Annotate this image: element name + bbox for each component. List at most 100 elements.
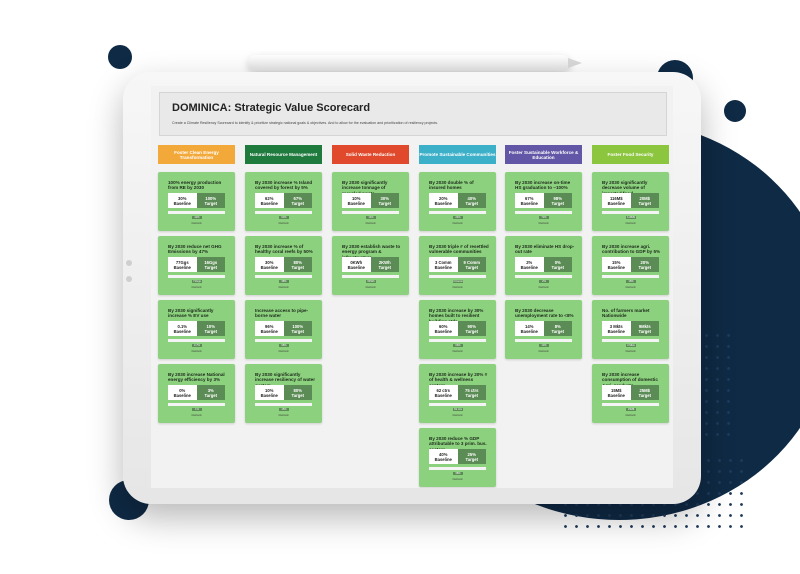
current-value: 71Ggs — [192, 280, 202, 283]
target-value: 16Ggs — [204, 259, 218, 265]
baseline-value: 60% — [439, 323, 448, 329]
kpi-card[interactable]: By 2030 establish waste to energy progra… — [332, 236, 409, 295]
current-value: 13% — [539, 344, 549, 347]
kpi-card[interactable]: By 2030 increase by 30% homes built to r… — [419, 300, 496, 359]
progress-bar — [255, 275, 312, 278]
target-label: Target — [551, 200, 565, 206]
progress-bar — [429, 275, 486, 278]
baseline-value: 96% — [265, 323, 274, 329]
kpi-card[interactable]: By 2030 increase on-time HS graduation t… — [505, 172, 582, 231]
baseline-label: Baseline — [434, 392, 452, 398]
target-label: Target — [204, 328, 218, 334]
kpi-card[interactable]: By 2030 triple # of resettled vulnerable… — [419, 236, 496, 295]
baseline-value: 15% — [612, 259, 621, 265]
tablet-side-button[interactable] — [126, 276, 132, 282]
current-label: Current — [452, 285, 463, 289]
baseline-label: Baseline — [173, 392, 191, 398]
kpi-card[interactable]: By 2030 increase consumption of domestic… — [592, 364, 669, 423]
baseline-label: Baseline — [607, 200, 625, 206]
baseline-label: Baseline — [607, 392, 625, 398]
target-label: Target — [204, 392, 218, 398]
kpi-card[interactable]: By 2030 increase National energy efficie… — [158, 364, 235, 423]
column-header[interactable]: Solid Waste Reduction — [332, 145, 409, 164]
progress-bar — [515, 339, 572, 342]
current-value: 63% — [279, 216, 289, 219]
baseline-label: Baseline — [347, 264, 365, 270]
kpi-goal: Increase access to pipe-borne water — [255, 308, 309, 319]
target-label: Target — [551, 328, 565, 334]
column-header[interactable]: Foster Clean Energy Transformation — [158, 145, 235, 164]
baseline-label: Baseline — [607, 328, 625, 334]
current-label: Current — [278, 285, 289, 289]
current-value: 15M$ — [626, 408, 636, 411]
kpi-card[interactable]: By 2030 increase agri. contribution to G… — [592, 236, 669, 295]
target-value: 9 Comm — [463, 259, 481, 265]
baseline-value: 40% — [439, 451, 448, 457]
baseline-value: 0% — [179, 387, 186, 393]
target-box: 10%Target — [196, 321, 225, 336]
current-value: 98% — [279, 344, 289, 347]
kpi-card[interactable]: By 2030 decrease unemployment rate to <8… — [505, 300, 582, 359]
kpi-card[interactable]: By 2030 increase % Island covered by for… — [245, 172, 322, 231]
column-header[interactable]: Promote Sustainable Communities — [419, 145, 496, 164]
current-label: Current — [538, 349, 549, 353]
target-label: Target — [465, 264, 479, 270]
progress-bar — [168, 339, 225, 342]
baseline-value: 62% — [265, 195, 274, 201]
kpi-card[interactable]: By 2030 significantly increase tonnage o… — [332, 172, 409, 231]
target-value: 100% — [292, 323, 304, 329]
target-label: Target — [291, 392, 305, 398]
target-label: Target — [465, 328, 479, 334]
tablet-side-button[interactable] — [126, 260, 132, 266]
kpi-goal: No. of farmers market Nationwide — [602, 308, 650, 319]
kpi-card[interactable]: Increase access to pipe-borne water 96%Ba… — [245, 300, 322, 359]
baseline-box: 14%Baseline — [515, 321, 544, 336]
current-value: 15% — [626, 280, 636, 283]
kpi-card[interactable]: By 2030 reduce % GDP attributable to 3 p… — [419, 428, 496, 487]
target-value: 75 ctrs — [464, 387, 479, 393]
baseline-box: 62%Baseline — [255, 193, 284, 208]
tablet-screen: DOMINICA: Strategic Value Scorecard Crea… — [151, 86, 673, 488]
column-header[interactable]: Natural Resource Management — [245, 145, 322, 164]
kpi-card[interactable]: By 2030 increase % of healthy coral reef… — [245, 236, 322, 295]
current-label: Current — [538, 285, 549, 289]
kpi-goal: By 2030 reduce net GHG Emissions by 47% — [168, 244, 222, 255]
target-value: 98% — [553, 195, 562, 201]
target-box: 80%Target — [283, 385, 312, 400]
kpi-goal: By 2030 increase % of healthy coral reef… — [255, 244, 313, 255]
baseline-value: 3 Mkts — [609, 323, 623, 329]
current-label: Current — [191, 285, 202, 289]
target-box: 20M$Target — [630, 193, 659, 208]
column-header[interactable]: Foster Food Security — [592, 145, 669, 164]
kpi-card[interactable]: By 2030 significantly increase resilienc… — [245, 364, 322, 423]
baseline-label: Baseline — [260, 392, 278, 398]
kpi-card[interactable]: By 2030 reduce net GHG Emissions by 47% 7… — [158, 236, 235, 295]
progress-bar — [342, 211, 399, 214]
kpi-card[interactable]: By 2030 increase by 20% # of health & we… — [419, 364, 496, 423]
kpi-card[interactable]: By 2030 significantly decrease volume of… — [592, 172, 669, 231]
current-label: Current — [452, 477, 463, 481]
column-header[interactable]: Foster Sustainable Workforce & Education — [505, 145, 582, 164]
current-value: 2% — [539, 280, 549, 283]
decorative-dot-right — [724, 100, 746, 122]
baseline-box: 40%Baseline — [429, 449, 458, 464]
target-value: 67% — [293, 195, 302, 201]
stylus-pencil — [248, 55, 570, 71]
target-box: 25M$Target — [630, 385, 659, 400]
baseline-box: 96%Baseline — [255, 321, 284, 336]
